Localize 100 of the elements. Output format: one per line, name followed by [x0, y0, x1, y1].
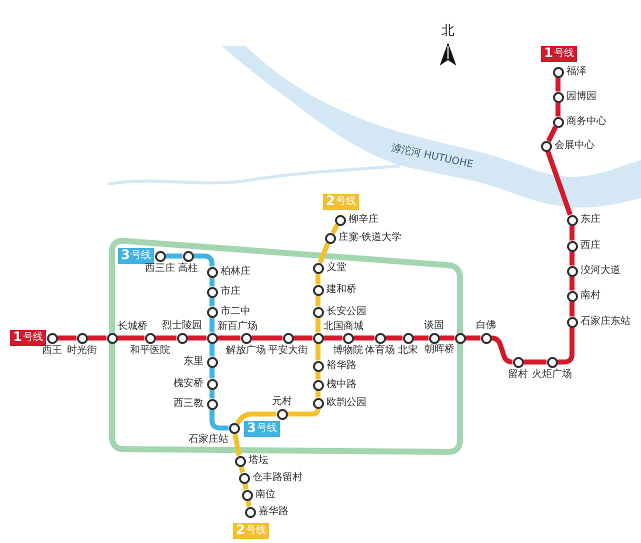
metro-line-segment [118, 336, 144, 340]
metro-line-segment [414, 336, 428, 340]
station-name: 烈士陵园 [162, 320, 202, 332]
station-name: 柳辛庄 [348, 214, 378, 226]
station-name: 会展中心 [554, 140, 594, 152]
north-label: 北 [442, 24, 454, 38]
metro-line-segment [440, 336, 454, 340]
metro-line-segment [218, 336, 240, 340]
line-label: 号线 [257, 422, 278, 436]
line-label: 号线 [246, 524, 266, 538]
metro-line-segment [556, 102, 560, 116]
metro-line-segment [316, 372, 320, 380]
metro-line-segment [546, 126, 558, 142]
station-name: 元村 [272, 396, 292, 408]
line-number: 2 [236, 523, 246, 539]
station-name: 白佛 [476, 320, 496, 332]
metro-line-segment [288, 406, 320, 416]
station-name: 塔坛 [248, 455, 268, 467]
metro-line-segment [58, 336, 76, 340]
station-name: 体育场 [365, 344, 395, 356]
station-name: 南村 [580, 290, 600, 302]
line-label: 号线 [336, 194, 356, 209]
station-name: 庄窠·铁道大学 [338, 232, 402, 244]
metro-line-segment [556, 78, 560, 92]
line-badge [244, 421, 280, 437]
metro-line-segment [558, 328, 574, 364]
metro-line-segment [210, 344, 214, 356]
metro-line-segment [156, 336, 176, 340]
station-name: 建和桥 [326, 284, 356, 296]
line-number: 3 [121, 248, 130, 264]
station-name: 西庄 [580, 240, 600, 252]
station-name: 市庄 [220, 286, 240, 298]
station-name: 园博园 [566, 91, 596, 103]
station-name: 柏林庄 [220, 266, 250, 278]
station-name: 石家庄站 [188, 434, 228, 446]
metro-line-segment [252, 336, 282, 340]
station-name: 朝晖桥 [424, 344, 454, 356]
station-name: 裕华路 [326, 360, 356, 372]
river-name: 滹沱河 HUTUOHE [390, 142, 474, 172]
line-badge [323, 194, 360, 210]
metro-line-segment [210, 368, 214, 378]
metro-line-segment [235, 412, 276, 425]
station-name: 谈固 [424, 320, 444, 332]
station-name: 博物院 [333, 344, 363, 356]
metro-line-segment [294, 336, 312, 340]
line-number: 2 [326, 194, 336, 210]
station-name: 仓丰路留村 [252, 472, 302, 484]
station-name: 西王 [42, 344, 62, 356]
metro-line-segment [210, 390, 214, 398]
metro-line-segment [570, 252, 574, 266]
metro-line-segment [489, 336, 515, 364]
station-name: 长城桥 [118, 320, 148, 332]
station-name: 西三庄 [145, 262, 175, 274]
line-label: 号线 [554, 46, 574, 61]
station-name: 解放广场 [226, 344, 266, 356]
station-name: 槐安桥 [174, 378, 204, 390]
metro-line-segment [210, 318, 214, 332]
line-badge [118, 248, 154, 264]
metro-line-segment [88, 336, 106, 340]
metro-line-segment [210, 298, 214, 306]
line-badge [541, 46, 578, 62]
station-name: 时光街 [67, 344, 97, 356]
metro-line-segment [238, 466, 246, 474]
station-name: 石家庄东站 [580, 316, 630, 328]
line-badge [10, 330, 46, 346]
metro-line-segment [570, 302, 574, 316]
metro-line-segment [545, 150, 573, 216]
station-name: 东里 [184, 356, 204, 368]
station-name: 和平医院 [130, 344, 170, 356]
station-name: 福泽 [566, 66, 586, 78]
metro-line-segment [246, 500, 252, 507]
metro-line-segment [354, 336, 374, 340]
station-name: 平安大街 [268, 344, 308, 356]
metro-line-segment [194, 254, 214, 266]
line-number: 3 [247, 421, 256, 437]
station-name: 洨河大道 [580, 265, 620, 277]
metro-line-segment [316, 318, 320, 332]
station-name: 火炬广场 [532, 368, 572, 380]
station-name: 留村 [508, 368, 528, 380]
station-name: 市二中 [220, 306, 250, 318]
station-name: 北国商城 [324, 320, 364, 332]
metro-line-segment [316, 296, 320, 306]
station-name: 北宋 [398, 344, 418, 356]
station-name: 新百广场 [218, 320, 258, 332]
line-label: 号线 [23, 330, 44, 345]
metro-line-segment [318, 242, 330, 264]
metro-line-segment [188, 336, 206, 340]
metro-line-segment [316, 274, 320, 284]
metro-line-segment [210, 278, 214, 286]
metro-line-segment [570, 276, 574, 290]
station-name: 槐中路 [326, 379, 356, 391]
station-name: 欧韵公园 [326, 397, 366, 409]
station-name: 长安公园 [326, 306, 366, 318]
station-name: 高柱 [178, 262, 198, 274]
metro-line-segment [324, 336, 342, 340]
metro-line-segment [386, 336, 402, 340]
line-label: 号线 [131, 248, 152, 263]
metro-line-segment [570, 226, 574, 240]
metro-line-segment [466, 336, 480, 340]
line-badge [233, 523, 270, 539]
